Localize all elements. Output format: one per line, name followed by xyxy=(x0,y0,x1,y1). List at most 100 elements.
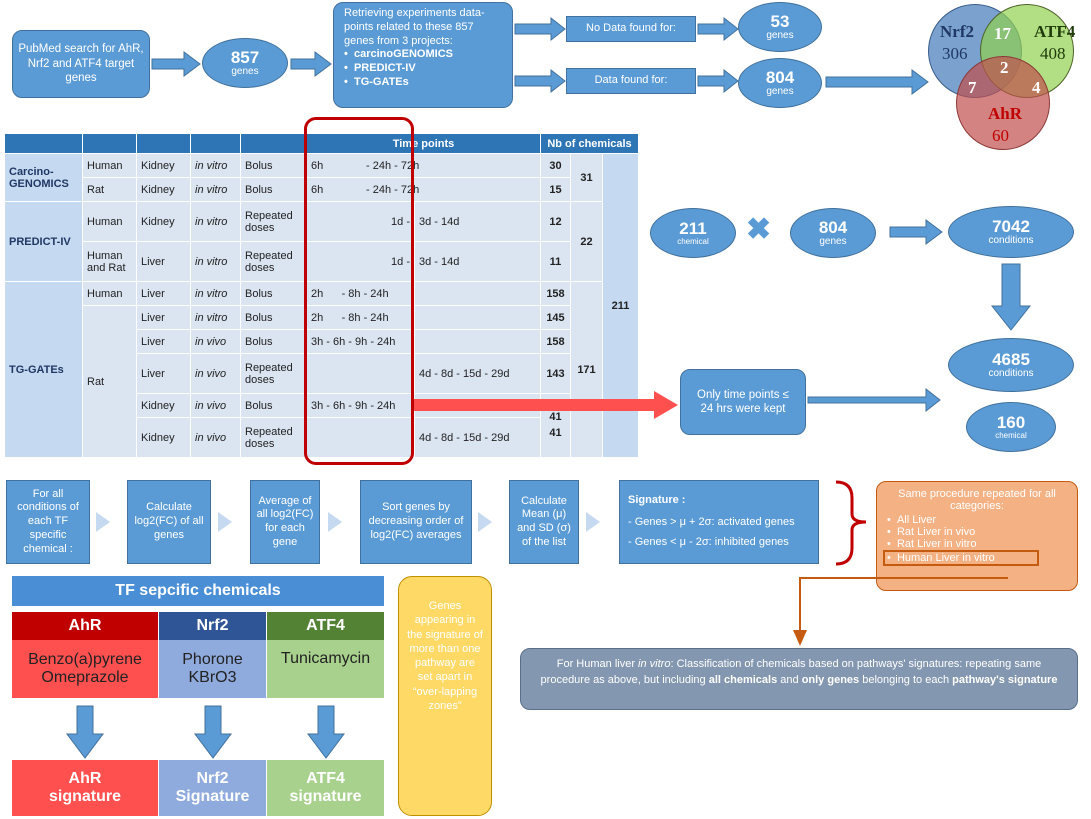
no-data-label: No Data found for: xyxy=(586,22,676,35)
dose-cell: Repeated doses xyxy=(240,201,307,242)
species-cell: Rat xyxy=(82,177,137,202)
pubmed-text: PubMed search for AhR, Nrf2 and ATF4 tar… xyxy=(18,43,144,85)
tf-signature-nrf2: Nrf2 Signature xyxy=(159,760,266,816)
nb-cell: 41 xyxy=(549,426,562,439)
time-cell-late xyxy=(414,281,541,306)
species-cell: Human xyxy=(82,153,137,178)
table-row: Human and Rat Liver in vitro Repeated do… xyxy=(5,241,639,282)
step-text: Sort genes by decreasing order of log2(F… xyxy=(368,501,464,541)
tf-chemicals-nrf2: Phorone KBrO3 xyxy=(159,640,266,698)
dose-cell: Bolus xyxy=(240,177,307,202)
dose-cell: Bolus xyxy=(240,153,307,178)
nb-cell: 15 xyxy=(540,177,571,202)
dose-cell: Repeated doses xyxy=(240,353,307,394)
arrow-down-icon xyxy=(990,263,1032,331)
arrow-right-icon xyxy=(807,387,941,413)
tf-column-ahr: AhR Benzo(a)pyrene Omeprazole AhR signat… xyxy=(12,612,158,816)
mode-cell: in vitro xyxy=(190,281,241,306)
tf-column-nrf2: Nrf2 Phorone KBrO3 Nrf2 Signature xyxy=(159,612,266,816)
procedure-box: Same procedure repeated for all categori… xyxy=(876,481,1078,591)
step-text: Average of all log2(FC) for each gene xyxy=(256,494,314,548)
tf-head-nrf2: Nrf2 xyxy=(159,612,266,640)
step-box: Calculate Mean (μ) and SD (σ) of the lis… xyxy=(509,480,579,564)
step-text: Calculate Mean (μ) and SD (σ) of the lis… xyxy=(517,494,571,548)
dose-cell: Bolus xyxy=(240,329,307,354)
nb-cell: 158 xyxy=(540,329,571,354)
table-row: Liver in vivo Bolus 3h - 6h - 9h - 24h 1… xyxy=(5,329,639,354)
brace-icon xyxy=(835,480,867,566)
time-cell: 1d - xyxy=(306,201,415,242)
step-text: Calculate log2(FC) of all genes xyxy=(134,501,204,541)
species-rat: Rat xyxy=(82,305,137,458)
table-row: TG-GATEs Human Liver in vitro Bolus 2h -… xyxy=(4,281,639,458)
organ-cell: Kidney xyxy=(136,153,191,178)
time-points-highlight xyxy=(304,117,414,465)
chevron-right-icon xyxy=(478,512,492,532)
organ-cell: Liver xyxy=(136,281,191,306)
venn-label-nrf2: Nrf2 xyxy=(940,22,974,41)
nb-cell: 145 xyxy=(540,305,571,330)
time-cell-late: 3d - 14d xyxy=(414,241,541,282)
arrow-right-icon xyxy=(697,16,739,42)
species-cell: Human and Rat xyxy=(82,241,137,282)
mode-cell: in vitro xyxy=(190,201,241,242)
group-carcino: Carcino-GENOMICS xyxy=(4,153,83,202)
organ-cell: Kidney xyxy=(136,177,191,202)
tf-signature-ahr: AhR signature xyxy=(12,760,158,816)
arrow-right-icon xyxy=(825,69,929,95)
arrow-right-icon xyxy=(514,68,566,94)
chemical-160-label: chemical xyxy=(995,431,1027,441)
time-cell: 6h - 24h - 72h xyxy=(306,153,541,178)
conditions-4685-count: 4685 xyxy=(992,349,1030,369)
venn-count-nrf2-ahr: 7 xyxy=(968,78,977,97)
red-arrow-icon xyxy=(414,391,678,419)
time-cell: 2h - 8h - 24h xyxy=(306,305,415,330)
tf-signature-atf4: ATF4 signature xyxy=(267,760,384,816)
project-item: • TG-GATEs xyxy=(344,75,409,88)
step-text: For all conditions of each TF specific c… xyxy=(17,487,79,555)
time-cell: 1d - xyxy=(306,241,415,282)
dose-cell: Bolus xyxy=(240,393,307,418)
subtotal-carcino: 31 xyxy=(570,153,603,202)
mode-cell: in vivo xyxy=(190,393,241,418)
data-genes-node: 804 genes xyxy=(738,58,822,108)
chevron-right-icon xyxy=(218,512,232,532)
overlap-note-text: Genes appearing in the signature of more… xyxy=(407,600,483,713)
organ-cell: Liver xyxy=(136,353,191,394)
chevron-right-icon xyxy=(328,512,342,532)
conditions-7042-label: conditions xyxy=(988,235,1034,247)
mode-cell: in vivo xyxy=(190,329,241,354)
no-data-count: 53 xyxy=(770,11,790,31)
project-item: • PREDICT-IV xyxy=(344,62,416,74)
subtotal-tggates: 171 xyxy=(570,281,603,458)
signature-box: Signature : - Genes > μ + 2σ: activated … xyxy=(619,480,819,564)
procedure-item-highlight: • Human Liver in vitro xyxy=(883,550,1039,566)
step-box: Calculate log2(FC) of all genes xyxy=(127,480,211,564)
mode-cell: in vitro xyxy=(190,241,241,282)
human-liver-box: For Human liver in vitro: Classification… xyxy=(520,648,1078,710)
nb-cell: 30 xyxy=(540,153,571,178)
procedure-item: • Rat Liver in vivo xyxy=(887,526,976,538)
step-box: For all conditions of each TF specific c… xyxy=(6,480,90,564)
step-box: Sort genes by decreasing order of log2(F… xyxy=(360,480,472,564)
tf-column-atf4: ATF4 Tunicamycin ATF4 signature xyxy=(267,612,384,816)
conditions-7042-node: 7042 conditions xyxy=(948,206,1074,258)
venn-circle-ahr xyxy=(956,56,1050,150)
table-row: Rat Liver in vitro Bolus 2h - 8h - 24h 1… xyxy=(5,305,639,458)
nb-cell: 41 xyxy=(549,411,562,424)
nb-cell: 12 xyxy=(540,201,571,242)
signature-title: Signature : xyxy=(628,494,686,507)
organ-cell: Liver xyxy=(136,329,191,354)
tf-chemicals-atf4: Tunicamycin xyxy=(267,640,384,698)
procedure-item: • Rat Liver in vitro xyxy=(887,538,977,550)
arrow-right-icon xyxy=(889,219,943,245)
arrow-right-icon xyxy=(697,68,739,94)
time-cell: 2h - 8h - 24h xyxy=(306,281,415,306)
genes-804-label: genes xyxy=(819,236,847,248)
tf-head-ahr: AhR xyxy=(12,612,158,640)
mode-cell: in vitro xyxy=(190,177,241,202)
venn-count-nrf2: 306 xyxy=(942,44,968,63)
time-cell xyxy=(306,353,415,394)
organ-cell: Kidney xyxy=(136,393,191,418)
venn-diagram: Nrf2 306 ATF4 408 AhR 60 17 7 4 2 xyxy=(928,0,1088,152)
